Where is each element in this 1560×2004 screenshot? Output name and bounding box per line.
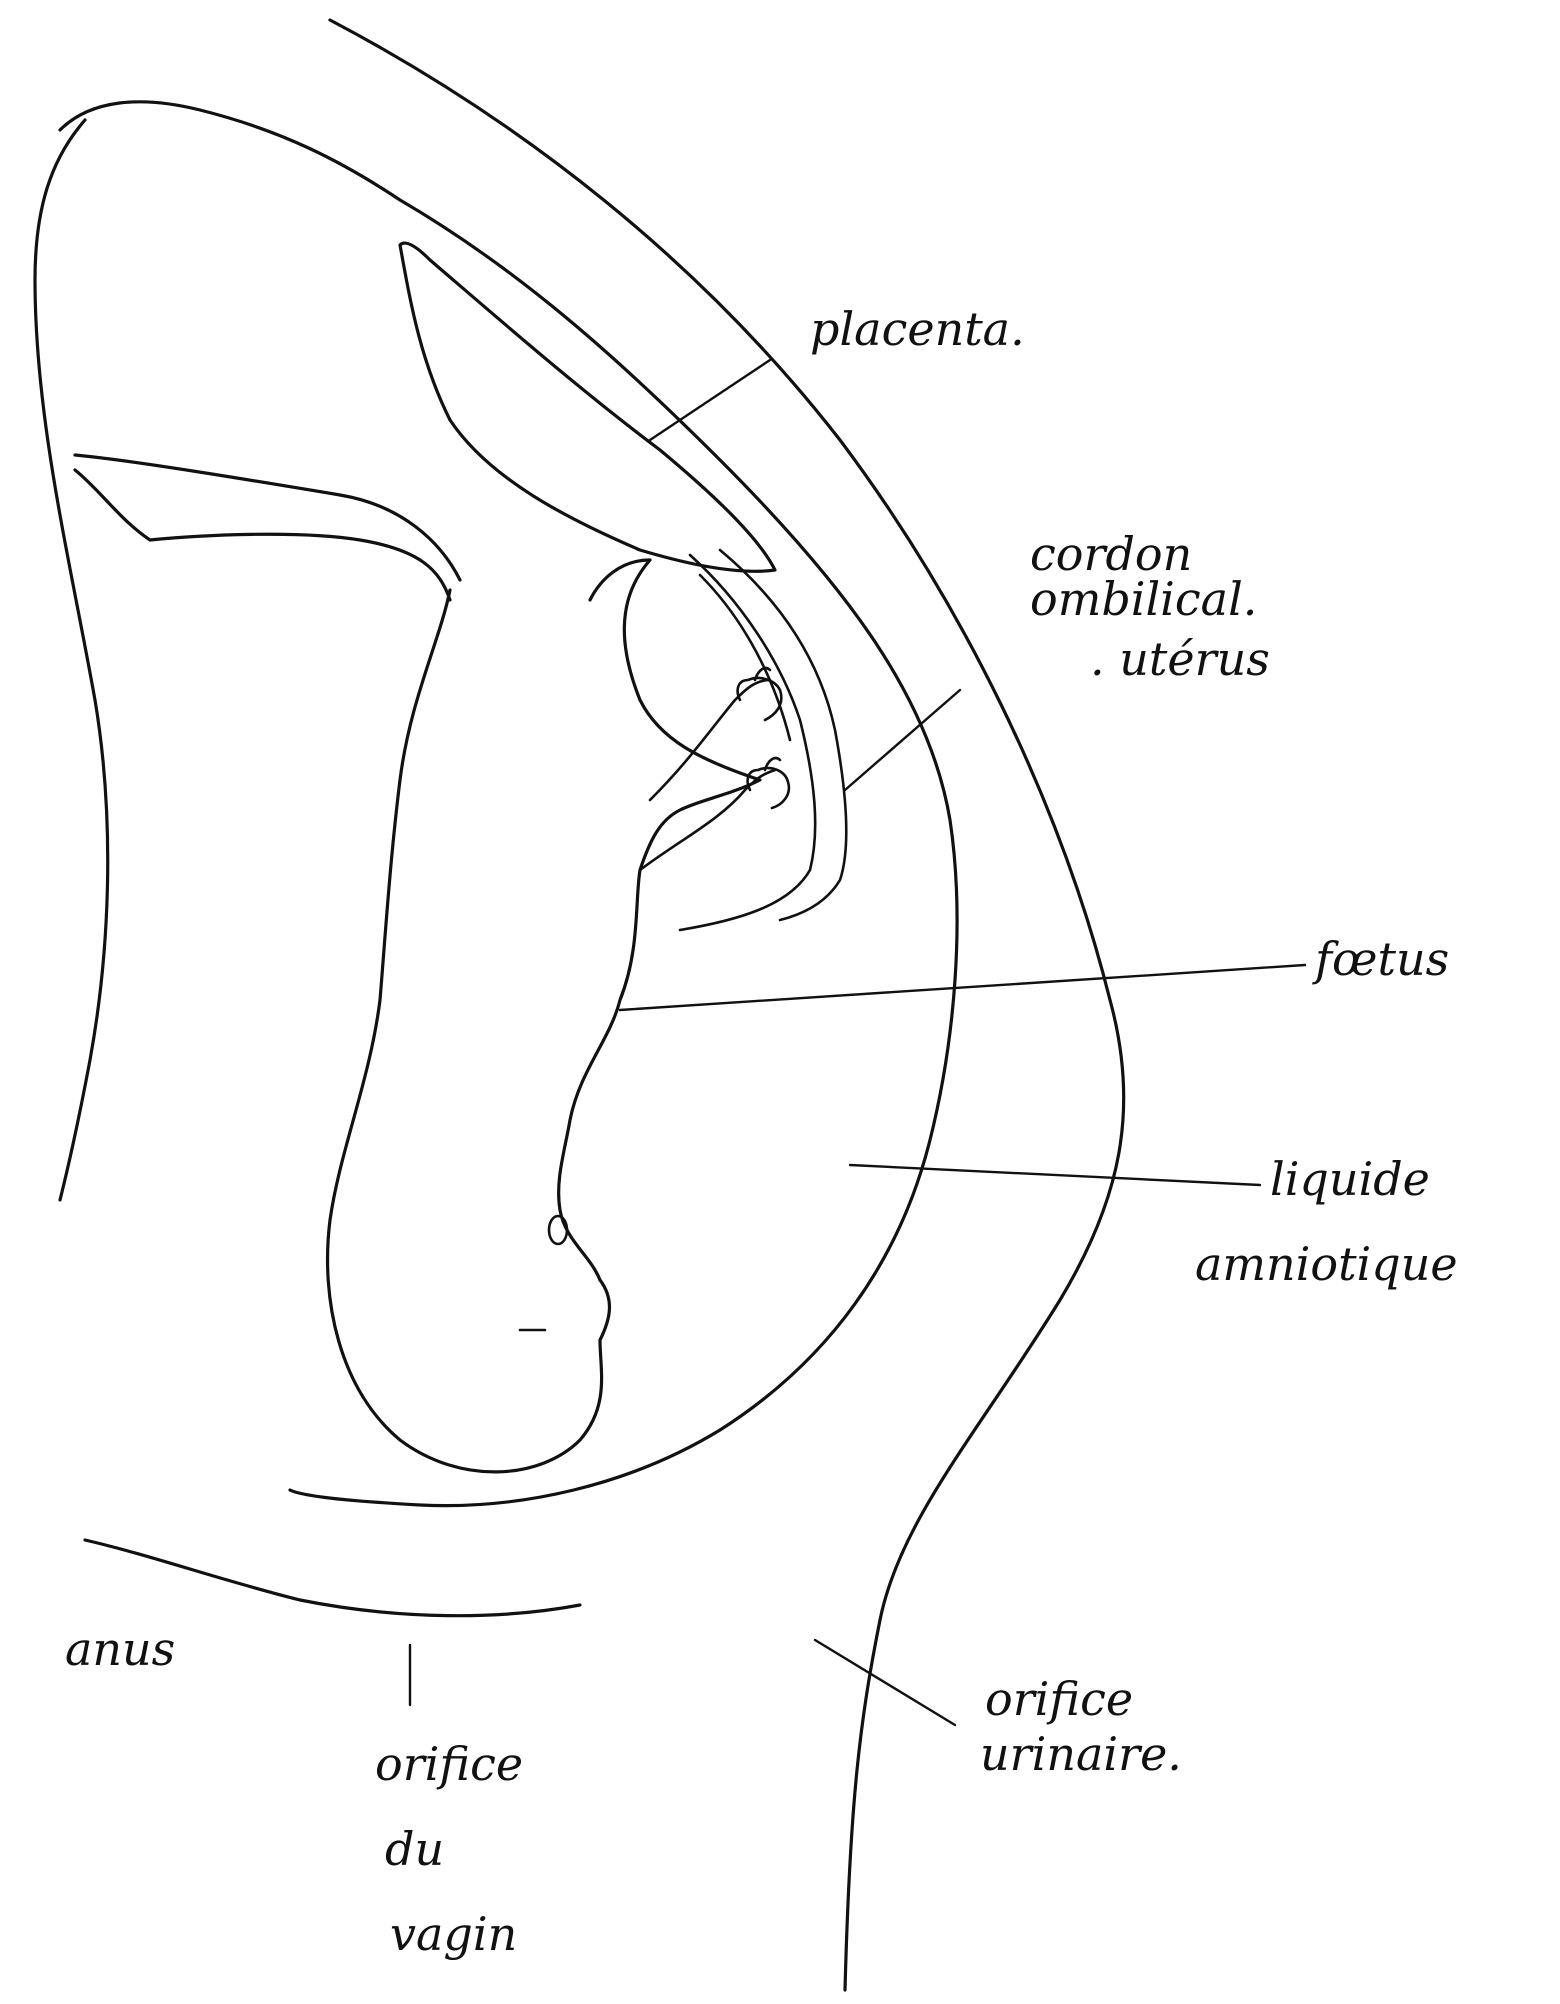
label-cordon-line2: ombilical.	[1030, 572, 1257, 626]
label-liquide-line2: amniotique	[1195, 1237, 1458, 1291]
label-uretre-line2: urinaire.	[980, 1727, 1182, 1781]
label-vagin-line3: vagin	[390, 1907, 517, 1961]
leader-liquide	[850, 1165, 1260, 1185]
leader-placenta	[650, 360, 770, 440]
placenta-shape	[400, 243, 775, 571]
label-uterus: . utérus	[1090, 632, 1270, 686]
perineum-line	[85, 1540, 580, 1616]
fetus-arm	[75, 455, 460, 600]
leader-foetus	[620, 965, 1305, 1010]
label-foetus: fœtus	[1312, 932, 1449, 986]
label-placenta: placenta.	[810, 302, 1025, 356]
fetus-ear	[549, 1216, 567, 1244]
label-liquide-line1: liquide	[1270, 1152, 1430, 1206]
fetus-body	[328, 560, 760, 1472]
back-outline	[35, 120, 108, 1200]
leader-uretre	[815, 1640, 955, 1725]
umbilical-cord-right	[720, 550, 846, 920]
label-vagin-line2: du	[385, 1822, 444, 1876]
label-anus: anus	[65, 1622, 175, 1676]
fetus-legs	[640, 680, 775, 870]
label-uretre-line1: orifice	[985, 1672, 1133, 1726]
leader-uterus	[845, 690, 960, 790]
umbilical-cord-inner	[700, 575, 790, 740]
label-vagin-line1: orifice	[375, 1737, 523, 1791]
